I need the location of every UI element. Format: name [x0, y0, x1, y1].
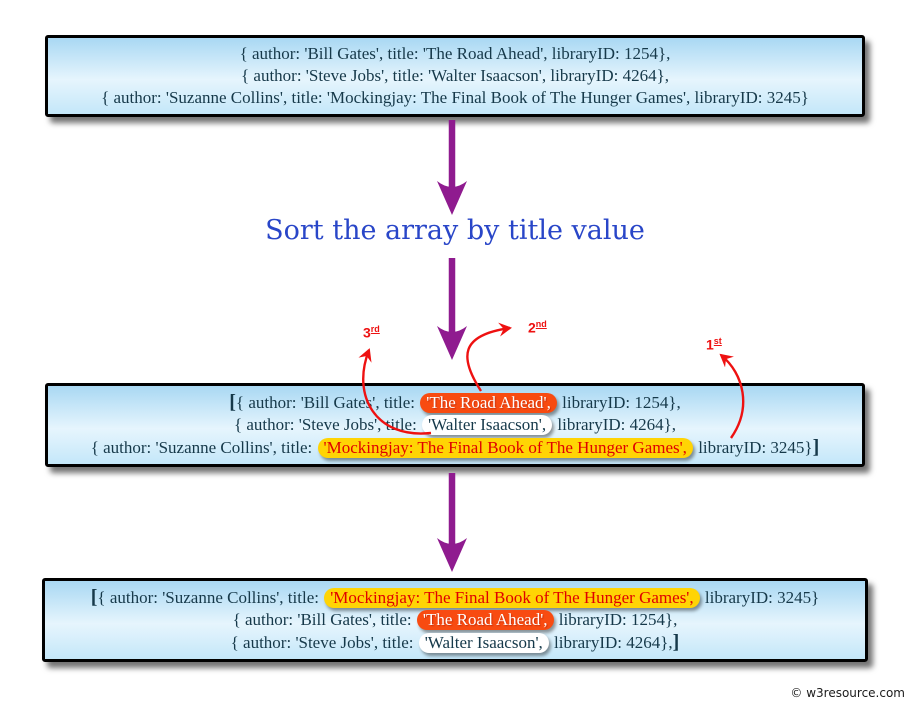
curved-arrow-2nd [466, 322, 512, 392]
sorted-array-box: [{ author: 'Suzanne Collins', title: 'Mo… [42, 578, 868, 662]
watermark: © w3resource.com [790, 686, 905, 700]
code-line: { author: 'Steve Jobs', title: 'Walter I… [48, 65, 862, 87]
code-line: [{ author: 'Bill Gates', title: 'The Roa… [48, 391, 862, 414]
code-text: { author: 'Bill Gates', title: [232, 610, 416, 629]
code-line: { author: 'Bill Gates', title: 'The Road… [45, 609, 865, 631]
code-line: { author: 'Suzanne Collins', title: 'Moc… [48, 436, 862, 459]
array-bracket: [ [229, 391, 236, 413]
code-line: { author: 'Suzanne Collins', title: 'Moc… [48, 87, 862, 109]
order-label-2nd: 2nd [528, 317, 547, 335]
code-text: { author: 'Bill Gates', title: [235, 393, 420, 412]
array-bracket: ] [672, 631, 680, 653]
code-text: libraryID: 3245} [700, 588, 820, 607]
code-text: { author: 'Steve Jobs', title: [230, 633, 418, 652]
code-text: libraryID: 3245} [693, 438, 813, 457]
order-suffix: rd [370, 324, 380, 334]
highlighted-title-orange: 'The Road Ahead', [416, 610, 554, 630]
code-text: libraryID: 4264}, [553, 415, 677, 434]
code-text: libraryID: 4264}, [549, 633, 673, 652]
highlighted-title-yellow: 'Mockingjay: The Final Book of The Hunge… [324, 588, 700, 608]
code-text: libraryID: 1254}, [554, 610, 678, 629]
original-array-box: { author: 'Bill Gates', title: 'The Road… [45, 35, 865, 117]
code-text: libraryID: 1254}, [557, 393, 681, 412]
order-number: 1 [706, 336, 714, 353]
sort-order-array-box: [{ author: 'Bill Gates', title: 'The Roa… [45, 383, 865, 467]
highlighted-title-yellow: 'Mockingjay: The Final Book of The Hunge… [317, 438, 693, 458]
order-suffix: st [713, 336, 722, 346]
highlighted-title-white: 'Walter Isaacson', [422, 415, 553, 435]
code-line: { author: 'Steve Jobs', title: 'Walter I… [48, 414, 862, 436]
code-text: { author: 'Bill Gates', title: 'The Road… [239, 44, 671, 63]
highlighted-title-white: 'Walter Isaacson', [418, 633, 549, 653]
diagram-title: Sort the array by title value [265, 215, 645, 246]
code-line: { author: 'Bill Gates', title: 'The Road… [48, 43, 862, 65]
code-text: { author: 'Suzanne Collins', title: [90, 438, 317, 457]
code-line: { author: 'Steve Jobs', title: 'Walter I… [45, 631, 865, 654]
array-bracket: ] [812, 436, 820, 458]
highlighted-title-orange: 'The Road Ahead', [420, 393, 557, 413]
down-arrow-middle [437, 258, 467, 360]
code-text: { author: 'Suzanne Collins', title: 'Moc… [101, 88, 809, 107]
order-label-1st: 1st [706, 334, 722, 352]
order-number: 2 [528, 319, 536, 336]
code-line: [{ author: 'Suzanne Collins', title: 'Mo… [45, 586, 865, 609]
order-number: 3 [363, 324, 371, 341]
code-text: { author: 'Steve Jobs', title: 'Walter I… [240, 66, 670, 85]
code-text: { author: 'Steve Jobs', title: [233, 415, 422, 434]
order-suffix: nd [535, 319, 547, 329]
order-label-3rd: 3rd [363, 322, 380, 340]
code-text: { author: 'Suzanne Collins', title: [97, 588, 324, 607]
down-arrow-top [437, 120, 467, 215]
array-bracket: [ [90, 586, 98, 608]
down-arrow-bottom [437, 473, 467, 572]
